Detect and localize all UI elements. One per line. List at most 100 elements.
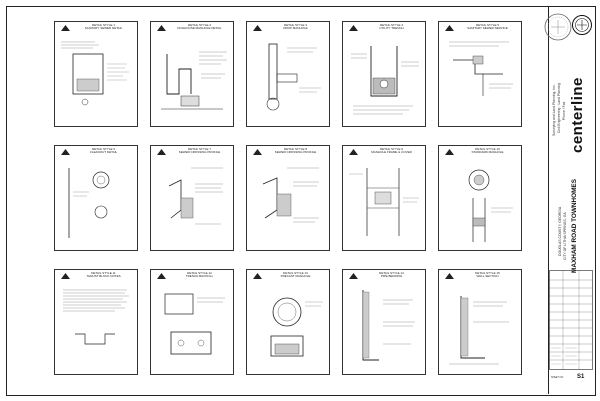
detail-drawing [161, 51, 227, 110]
detail-subtitle-line: SANITARY SEWER SERVICE [467, 26, 508, 31]
detail-drawing [468, 169, 513, 242]
detail-title-line: DETAIL STYLE 2 [187, 24, 211, 27]
detail-title-line: DETAIL STYLE 11 [91, 272, 116, 275]
logo-icon [253, 25, 262, 31]
detail-subtitle-line: SEWER CROSSING PROFILE [178, 150, 221, 155]
detail-drawing [68, 168, 110, 238]
detail-subtitle-line: STANDARD MANHOLE [471, 150, 504, 155]
detail-drawing [349, 168, 419, 236]
detail-title-line: DETAIL STYLE 10 [475, 148, 500, 151]
company-seal-icon [572, 15, 592, 35]
logo-icon [349, 25, 358, 31]
detail-title-line: DETAIL STYLE 3 [283, 24, 307, 27]
detail-title-line: DETAIL STYLE 1 [91, 24, 115, 27]
sheet-label: SHEET NO. [551, 376, 564, 379]
detail-subtitle-line: TRENCH BACKFILL [185, 274, 214, 279]
brand-subline-1: Surveying and Land Planning, Inc. [552, 84, 556, 136]
detail-drawing [362, 290, 415, 361]
seal-icon [544, 13, 572, 41]
detail-title-line: DETAIL STYLE 13 [283, 272, 308, 275]
detail-subtitle-line: UTILITY TRENCH [379, 26, 404, 31]
logo-icon [253, 273, 262, 279]
detail-subtitle-line: PRECAST MANHOLE [280, 274, 311, 279]
detail-drawing [61, 41, 129, 106]
logo-icon [253, 149, 262, 155]
detail-drawing [168, 167, 223, 225]
detail-subtitle-line: DOGHOUSE MANHOLE DETAIL [177, 26, 222, 31]
detail-title-line: DETAIL STYLE 14 [379, 272, 404, 275]
sheet-border [6, 6, 596, 396]
logo-icon [445, 25, 454, 31]
detail-title-line: DETAIL STYLE 8 [283, 148, 307, 151]
detail-subtitle-line: THRUST BLOCK NOTES [86, 274, 121, 279]
project-name: MAXHAM ROAD TOWNHOMES [571, 179, 578, 273]
project-subline-2: DOUGLAS COUNTY, GEORGIA [558, 206, 562, 256]
detail-subtitle-line: SEWER CROSSING PROFILE [274, 150, 317, 155]
logo-icon [445, 273, 454, 279]
title-block-divider [548, 6, 549, 394]
detail-subtitle-line: CLEANOUT DETAIL [89, 150, 118, 155]
detail-drawing [63, 289, 129, 345]
project-subline-1: CITY OF LITHIA SPRINGS, GA [563, 212, 567, 260]
detail-drawing [164, 293, 225, 355]
logo-icon [349, 273, 358, 279]
detail-subtitle-line: SANITARY SEWER DETAIL [84, 26, 123, 31]
brand-subline-3: Phone / Fax [562, 101, 566, 120]
detail-drawing [266, 43, 321, 111]
detail-title-line: DETAIL STYLE 7 [187, 148, 211, 151]
detail-drawing [270, 297, 323, 357]
detail-title-line: DETAIL STYLE 12 [187, 272, 212, 275]
detail-title-line: DETAIL STYLE 6 [91, 148, 115, 151]
brand-subline-2: Civil Engineering · Land Planning [557, 82, 561, 133]
logo-icon [445, 149, 454, 155]
sheet-number: S1 [577, 374, 585, 380]
logo-icon [349, 149, 358, 155]
detail-subtitle-line: PIPE BEDDING [380, 274, 403, 279]
detail-title-line: DETAIL STYLE 9 [379, 148, 403, 151]
logo-icon [61, 149, 70, 155]
title-block: centerline Surveying and Land Planning, … [544, 8, 593, 393]
detail-title-line: DETAIL STYLE 15 [475, 272, 500, 275]
logo-icon [157, 273, 166, 279]
detail-drawing [262, 167, 319, 223]
logo-icon [157, 149, 166, 155]
detail-title-line: DETAIL STYLE 4 [379, 24, 403, 27]
revision-table [549, 270, 593, 370]
logo-icon [61, 25, 70, 31]
detail-drawing [351, 46, 419, 115]
logo-icon [157, 25, 166, 31]
brand-name: centerline [569, 77, 586, 153]
detail-title-line: DETAIL STYLE 5 [475, 24, 499, 27]
